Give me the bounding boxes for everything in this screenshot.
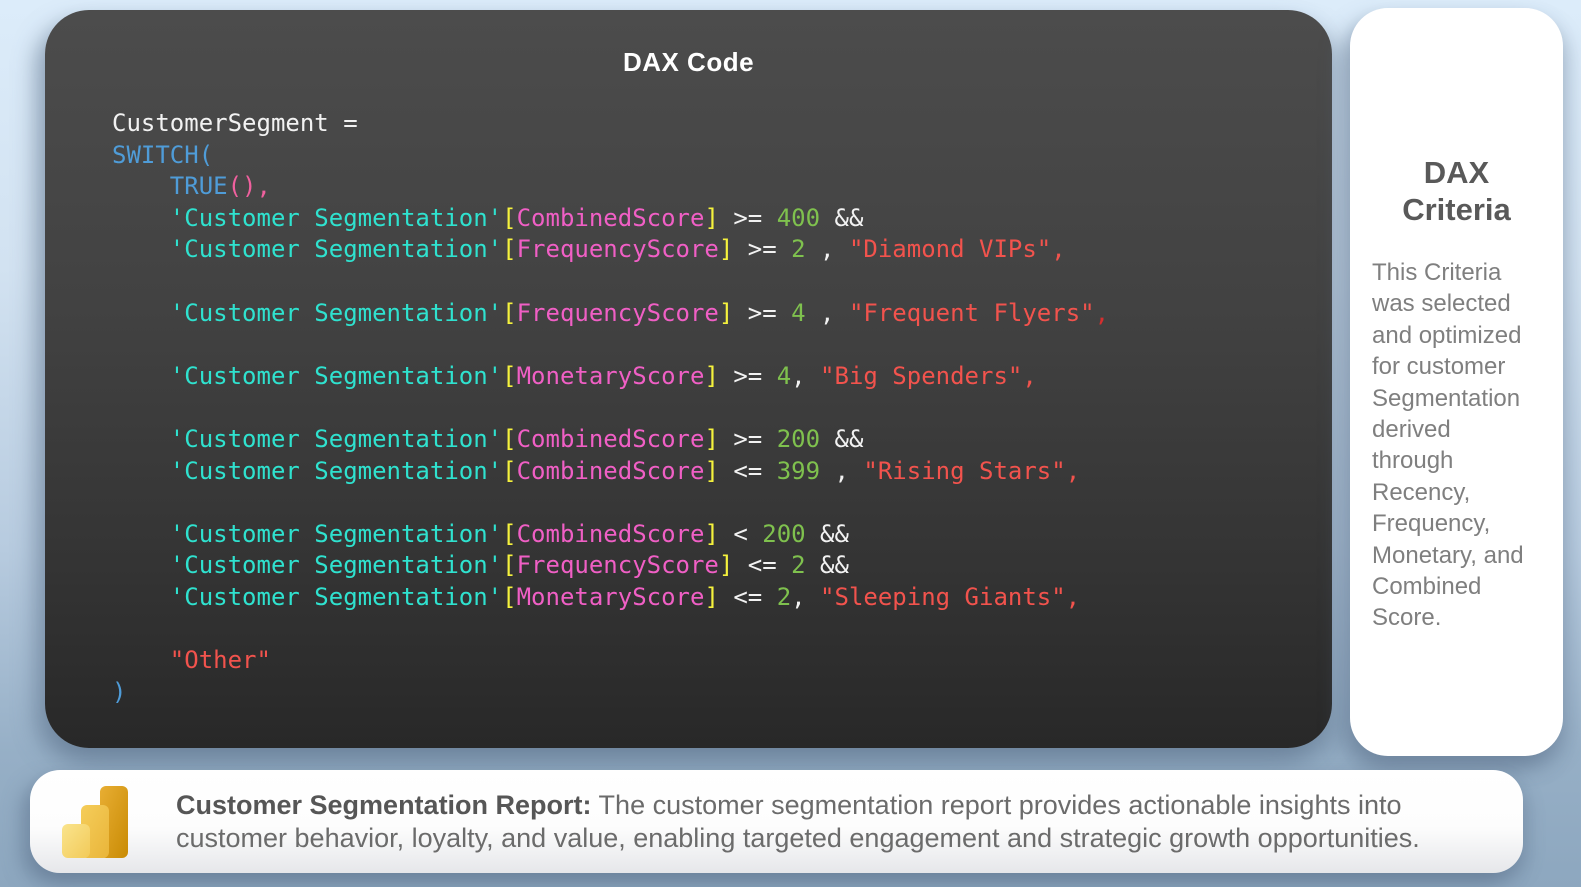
report-summary-body: The customer segmentation report provide… <box>176 790 1420 853</box>
code-line: 'Customer Segmentation'[MonetaryScore] <… <box>169 582 1081 611</box>
code-line <box>112 266 1302 298</box>
report-summary-bar: Customer Segmentation Report: The custom… <box>30 770 1523 873</box>
code-line: "Other" <box>169 646 271 675</box>
dax-criteria-title: DAX Criteria <box>1402 155 1511 227</box>
code-line: 'Customer Segmentation'[CombinedScore] <… <box>169 456 1081 485</box>
power-bi-logo-icon <box>62 785 128 858</box>
report-summary-title: Customer Segmentation Report: <box>176 790 592 820</box>
dax-criteria-text: This Criteria was selected and optimized… <box>1372 259 1524 632</box>
code-line: 'Customer Segmentation'[CombinedScore] >… <box>169 424 864 453</box>
report-summary-text: Customer Segmentation Report: The custom… <box>176 789 1496 854</box>
code-line: ) <box>112 677 127 706</box>
code-line: TRUE(), <box>169 172 271 201</box>
code-line: 'Customer Segmentation'[MonetaryScore] >… <box>169 361 1037 390</box>
code-line <box>112 487 1302 519</box>
code-line: 'Customer Segmentation'[FrequencyScore] … <box>169 551 849 580</box>
code-line: SWITCH( <box>112 140 214 169</box>
code-line <box>112 329 1302 361</box>
code-line: 'Customer Segmentation'[CombinedScore] <… <box>169 519 849 548</box>
dax-code-panel: DAX Code CustomerSegment = SWITCH( TRUE()… <box>45 10 1332 748</box>
code-line: CustomerSegment = <box>112 109 358 137</box>
code-block: CustomerSegment = SWITCH( TRUE(), 'Custom… <box>112 108 1302 708</box>
code-line <box>112 392 1302 424</box>
code-line: 'Customer Segmentation'[FrequencyScore] … <box>169 298 1110 327</box>
code-line <box>112 614 1302 646</box>
dax-code-title: DAX Code <box>622 47 755 77</box>
code-line: 'Customer Segmentation'[FrequencyScore] … <box>169 235 1066 264</box>
code-line: 'Customer Segmentation'[CombinedScore] >… <box>169 203 864 232</box>
dax-criteria-panel: DAX Criteria This Criteria was selected … <box>1350 8 1563 756</box>
